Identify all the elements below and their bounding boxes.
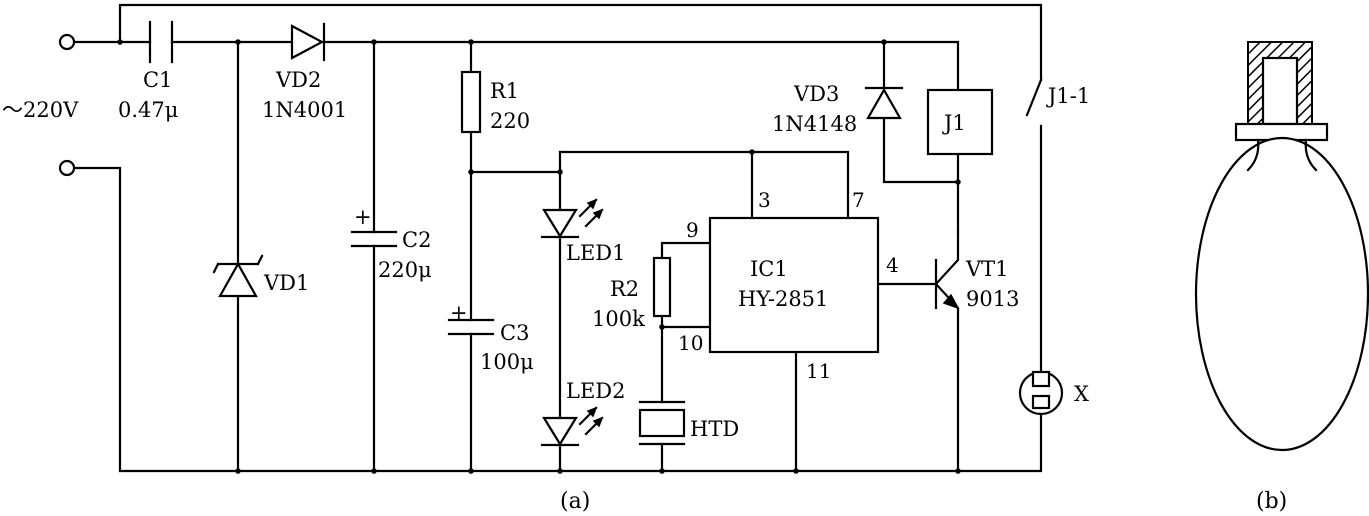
c2-polarity: + bbox=[354, 205, 372, 229]
c3-polarity: + bbox=[450, 301, 468, 325]
c2-ref: C2 bbox=[402, 228, 431, 252]
c1-ref: C1 bbox=[143, 68, 172, 92]
ic1-ref: IC1 bbox=[750, 257, 788, 281]
ic-ic1: IC1 HY-2851 3 7 9 10 4 11 bbox=[678, 188, 899, 383]
capacitor-c3: + C3 100μ bbox=[447, 301, 534, 374]
vd2-ref: VD2 bbox=[275, 68, 321, 92]
htd-ref: HTD bbox=[690, 417, 739, 441]
caption-b: (b) bbox=[1256, 489, 1287, 514]
c1-value: 0.47μ bbox=[118, 98, 178, 122]
resistor-r2: R2 100k bbox=[592, 256, 672, 331]
ic1-pin-4: 4 bbox=[886, 253, 899, 277]
ac-input-terminals: ～220V bbox=[2, 33, 79, 177]
lamp-ref: X bbox=[1074, 382, 1089, 406]
ic1-pin-10: 10 bbox=[678, 331, 703, 355]
capacitor-c1: C1 0.47μ bbox=[118, 20, 178, 122]
zener-diode-vd1: VD1 bbox=[212, 254, 309, 298]
vd1-ref: VD1 bbox=[263, 271, 309, 295]
piezo-buzzer-htd: HTD bbox=[638, 400, 739, 446]
led2-ref: LED2 bbox=[566, 379, 625, 403]
r2-ref: R2 bbox=[610, 277, 639, 301]
caption-a: (a) bbox=[560, 489, 590, 514]
ic1-pin-9: 9 bbox=[686, 218, 699, 242]
ic1-pin-11: 11 bbox=[806, 359, 831, 383]
led1-ref: LED1 bbox=[566, 241, 625, 265]
source-label: ～220V bbox=[2, 98, 79, 122]
junction-dots bbox=[117, 39, 961, 474]
resistor-r1: R1 220 bbox=[460, 70, 530, 134]
j1-contact-ref: J1-1 bbox=[1046, 84, 1090, 108]
bulb-illustration bbox=[1194, 41, 1369, 452]
c3-value: 100μ bbox=[480, 350, 534, 374]
diode-vd2: VD2 1N4001 bbox=[262, 22, 347, 122]
c2-value: 220μ bbox=[378, 258, 432, 282]
ic1-part: HY-2851 bbox=[738, 287, 828, 311]
transistor-vt1: VT1 9013 bbox=[934, 257, 1019, 311]
wires bbox=[73, 3, 1043, 473]
vd2-value: 1N4001 bbox=[262, 98, 347, 122]
vt1-value: 9013 bbox=[966, 287, 1019, 311]
ic1-pin-7: 7 bbox=[852, 188, 865, 212]
ac-terminal-bottom bbox=[58, 159, 76, 177]
led-led1: LED1 bbox=[540, 198, 625, 265]
vd3-ref: VD3 bbox=[793, 82, 839, 106]
led-led2: LED2 bbox=[540, 379, 625, 447]
ac-terminal-top bbox=[58, 33, 76, 51]
relay-coil-j1: J1 bbox=[926, 88, 994, 156]
j1-ref: J1 bbox=[942, 111, 966, 135]
r2-value: 100k bbox=[592, 307, 645, 331]
relay-contact-j1-1: J1-1 bbox=[1046, 84, 1090, 108]
r1-ref: R1 bbox=[490, 79, 519, 103]
lamp-x: X bbox=[1018, 370, 1089, 416]
vt1-ref: VT1 bbox=[965, 257, 1009, 281]
capacitor-c2: + C2 220μ bbox=[350, 205, 432, 282]
vd3-value: 1N4148 bbox=[772, 112, 857, 136]
diode-vd3: VD3 1N4148 bbox=[772, 82, 904, 136]
r1-value: 220 bbox=[490, 109, 530, 133]
c3-ref: C3 bbox=[500, 321, 529, 345]
ic1-pin-3: 3 bbox=[758, 188, 771, 212]
